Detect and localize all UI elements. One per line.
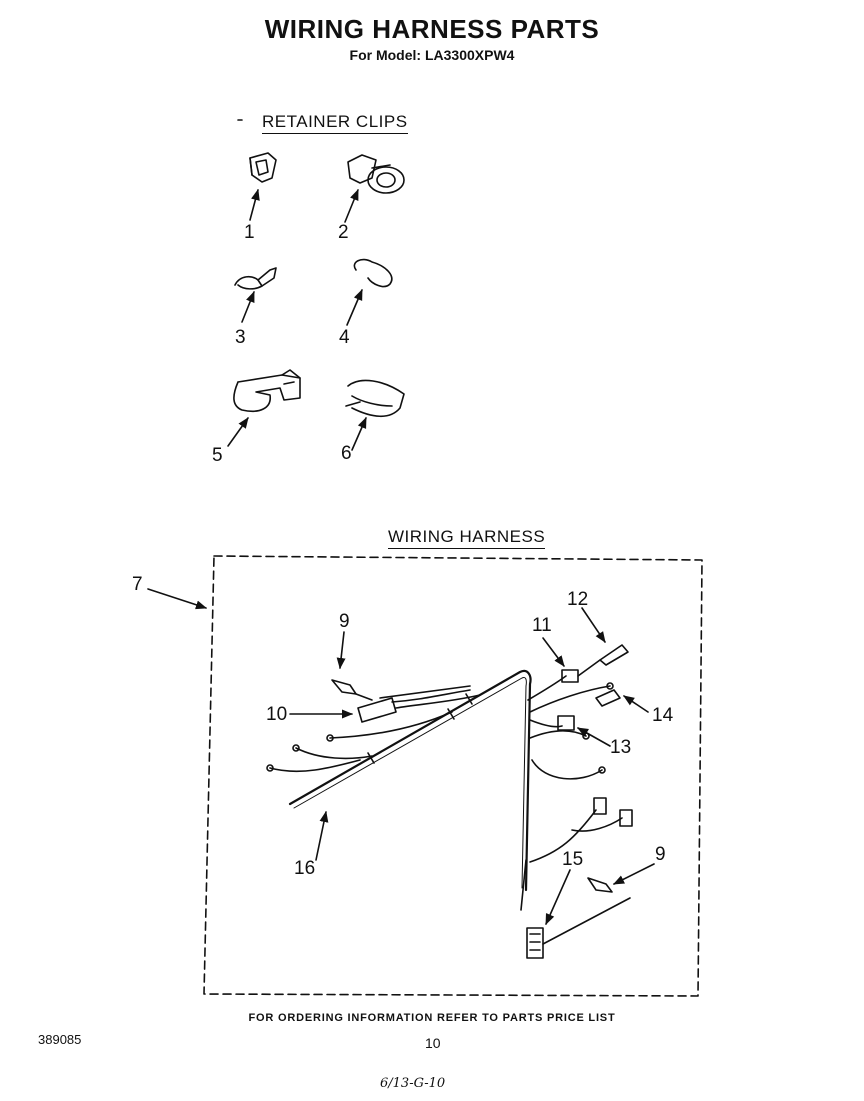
terminal-12: [599, 644, 629, 666]
callout-9-bottom: 9: [655, 844, 666, 865]
connector-13: [557, 715, 575, 731]
arrow-4: [346, 288, 363, 326]
arrow-9-top: [336, 631, 346, 670]
callout-4: 4: [339, 327, 350, 348]
retainer-clips-heading: RETAINER CLIPS: [262, 112, 408, 134]
arrow-12: [581, 607, 606, 643]
callout-15: 15: [562, 849, 584, 870]
arrow-5: [227, 417, 249, 447]
callout-16: 16: [294, 858, 316, 879]
arrow-2: [344, 188, 359, 223]
document-number: 389085: [38, 1032, 82, 1047]
arrow-7: [147, 588, 208, 610]
arrow-15: [545, 869, 571, 926]
callout-6: 6: [341, 443, 352, 464]
callout-13: 13: [610, 737, 632, 758]
arrow-11: [542, 637, 565, 667]
callout-12: 12: [567, 589, 589, 610]
connector-right-a: [593, 797, 607, 815]
callout-3: 3: [235, 327, 246, 348]
retainer-clip-3: [234, 267, 277, 290]
arrow-13: [577, 727, 611, 747]
connector-right-b: [619, 809, 633, 827]
arrow-9-bottom: [612, 863, 655, 885]
ordering-note: FOR ORDERING INFORMATION REFER TO PARTS …: [248, 1012, 616, 1024]
arrow-1: [249, 188, 260, 221]
callout-5: 5: [212, 445, 223, 466]
connector-10: [357, 697, 397, 723]
terminal-9-bottom: [587, 877, 613, 893]
callout-7: 7: [132, 574, 143, 595]
callout-2: 2: [338, 222, 349, 243]
arrow-14: [623, 695, 649, 713]
terminal-14: [595, 689, 621, 707]
callout-10: 10: [266, 704, 288, 725]
page-number: 10: [425, 1035, 441, 1051]
retainer-clip-6: [345, 379, 405, 418]
arrow-3: [241, 290, 255, 323]
model-subtitle: For Model: LA3300XPW4: [349, 47, 515, 63]
wiring-harness-drawing: [266, 644, 633, 959]
connector-15: [526, 927, 544, 959]
terminal-9-top: [331, 679, 357, 695]
retainer-clip-5: [233, 369, 301, 412]
harness-box: [203, 555, 703, 997]
retainer-clip-2: [347, 154, 405, 194]
retainer-clip-1: [249, 152, 277, 183]
arrow-16: [315, 810, 329, 861]
callout-9-top: 9: [339, 611, 350, 632]
connector-11: [561, 669, 579, 683]
page-title: WIRING HARNESS PARTS: [264, 14, 600, 44]
callout-1: 1: [244, 222, 255, 243]
retainer-clip-4: [353, 258, 393, 288]
handwritten-date: 6/13-G-10: [380, 1076, 446, 1091]
wiring-harness-heading: WIRING HARNESS: [388, 527, 546, 549]
arrow-6: [351, 416, 367, 451]
callout-14: 14: [652, 705, 674, 726]
callout-11: 11: [532, 615, 552, 636]
